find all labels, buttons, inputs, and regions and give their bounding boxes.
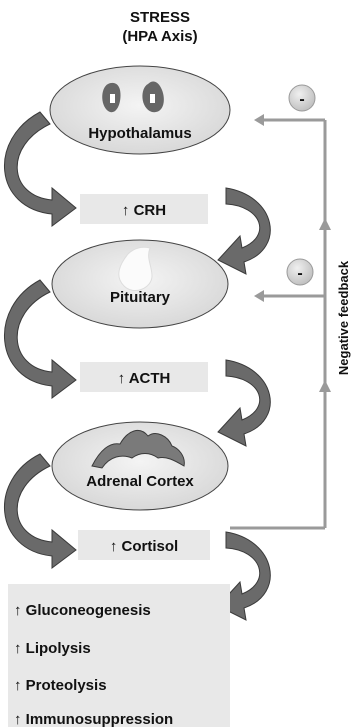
effect-item: ↑ Gluconeogenesis	[14, 602, 151, 619]
brain-icon	[102, 81, 164, 113]
adrenal-label: Adrenal Cortex	[86, 473, 194, 490]
minus-sign-mid-label: -	[297, 265, 302, 282]
acth-box: ↑ ACTH	[80, 362, 208, 392]
title-line1: STRESS	[130, 9, 190, 26]
curved-arrow-crh-to-pituitary	[217, 187, 271, 275]
effect-item: ↑ Proteolysis	[14, 677, 107, 694]
cortisol-box: ↑ Cortisol	[78, 530, 210, 560]
minus-sign-mid: -	[286, 258, 314, 286]
crh-label: ↑ CRH	[122, 202, 166, 219]
title-line2: (HPA Axis)	[122, 28, 197, 45]
negative-feedback-label: Negative feedback	[336, 260, 351, 375]
adrenal-node: Adrenal Cortex	[51, 421, 229, 511]
minus-sign-top: -	[288, 84, 316, 112]
feedback-arrowheads	[254, 114, 331, 392]
hypothalamus-label: Hypothalamus	[88, 125, 191, 142]
curved-arrow-adrenal-to-cortisol	[4, 453, 77, 569]
curved-arrow-pituitary-to-acth	[4, 279, 77, 399]
acth-label: ↑ ACTH	[118, 370, 171, 387]
effect-item: ↑ Lipolysis	[14, 640, 91, 657]
feedback-arrowhead-pituitary	[254, 290, 264, 302]
hypothalamus-node: Hypothalamus	[49, 65, 231, 155]
minus-sign-top-label: -	[299, 91, 304, 108]
crh-box: ↑ CRH	[80, 194, 208, 224]
pituitary-label: Pituitary	[110, 289, 171, 306]
feedback-arrowhead-hypothalamus	[254, 114, 264, 126]
cortisol-label: ↑ Cortisol	[110, 538, 178, 555]
pituitary-node: Pituitary	[51, 239, 229, 329]
curved-arrow-cortisol-to-effects	[217, 531, 271, 621]
curved-arrow-acth-to-adrenal	[217, 359, 271, 447]
negative-feedback-path	[230, 118, 327, 530]
feedback-arrowhead-up-1	[319, 218, 331, 230]
effects-box: ↑ Gluconeogenesis ↑ Lipolysis ↑ Proteoly…	[8, 584, 230, 727]
effect-item: ↑ Immunosuppression	[14, 711, 173, 727]
curved-arrow-hypothalamus-to-crh	[4, 111, 77, 227]
pituitary-gland-icon	[118, 246, 153, 291]
adrenal-gland-icon	[91, 429, 185, 469]
feedback-arrowhead-up-2	[319, 380, 331, 392]
